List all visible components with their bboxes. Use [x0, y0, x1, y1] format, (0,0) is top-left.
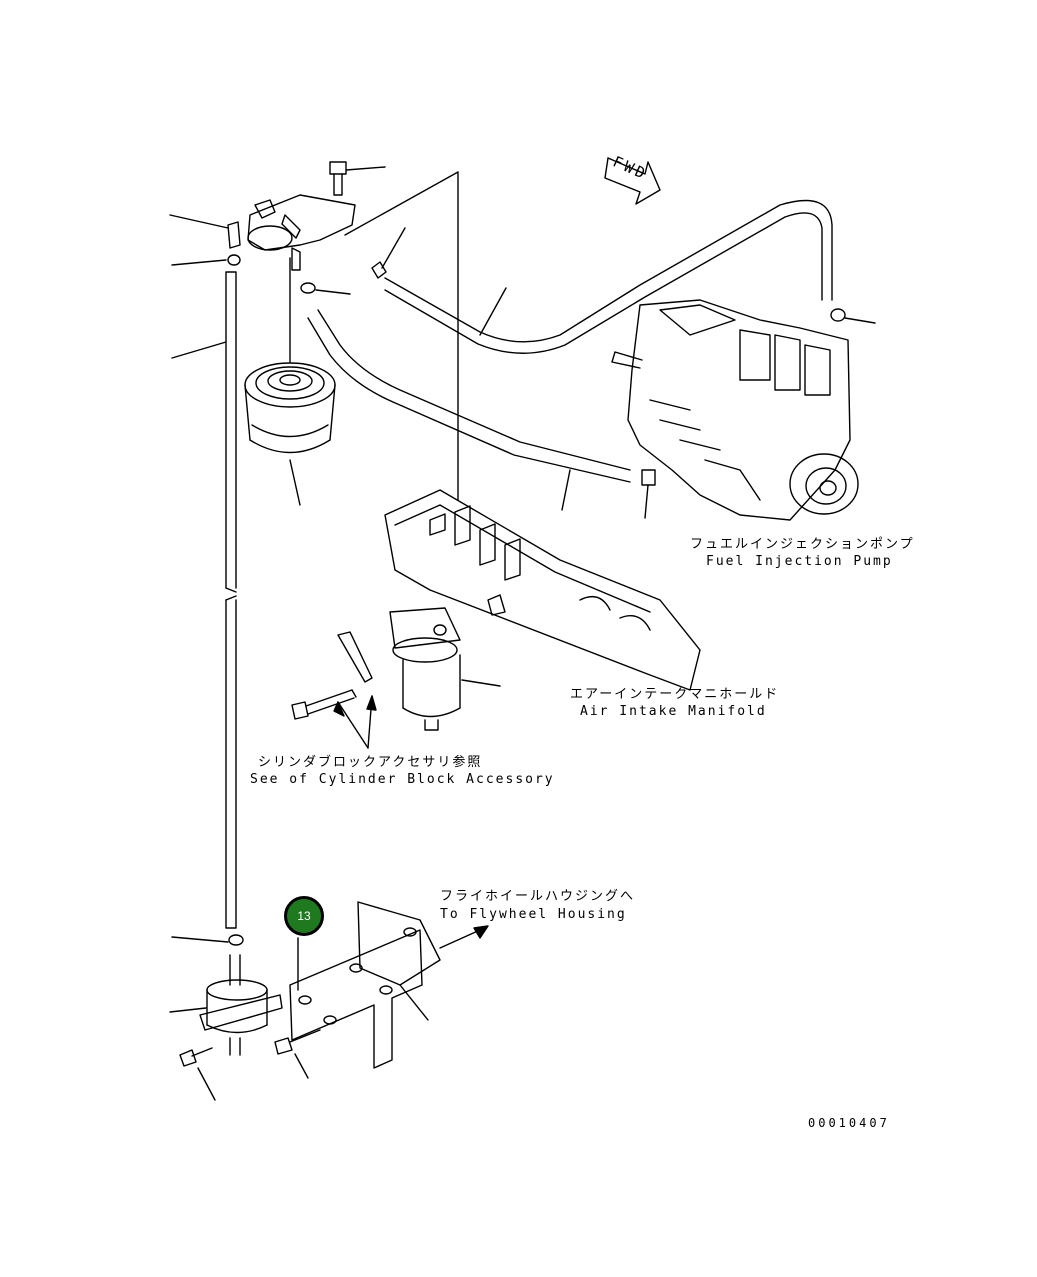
manifold-label-jp: エアーインテークマニホールド: [570, 687, 780, 702]
water-separator: [337, 607, 501, 731]
fuel-injection-pump: [611, 299, 859, 521]
fwd-arrow-icon: [604, 157, 661, 205]
top-bolt: [329, 161, 386, 196]
return-hose: [384, 199, 876, 354]
reference-arrows: [333, 695, 377, 749]
supply-hose: [307, 309, 656, 519]
cylinder-label-jp: シリンダブロックアクセサリ参照: [258, 755, 483, 770]
pump-label-en: Fuel Injection Pump: [706, 554, 893, 569]
hose-clamps: [227, 227, 406, 295]
mounting-bracket: [274, 901, 441, 1079]
drawing-code: 00010407: [808, 1116, 890, 1130]
callout-13-badge[interactable]: 13: [284, 896, 324, 936]
flywheel-label-jp: フライホイールハウジングへ: [440, 889, 636, 904]
pump-label-jp: フュエルインジェクションポンプ: [690, 537, 915, 552]
filter-head: [169, 194, 356, 271]
mounting-bolt: [291, 689, 357, 720]
fuel-filter-cartridge: [244, 257, 336, 506]
flywheel-arrow: [439, 925, 489, 949]
vertical-fuel-pipe: [171, 271, 237, 929]
flywheel-label-en: To Flywheel Housing: [440, 907, 627, 922]
manifold-label-en: Air Intake Manifold: [580, 704, 767, 719]
reference-line: [344, 171, 459, 501]
air-intake-manifold: [384, 489, 701, 691]
cylinder-label-en: See of Cylinder Block Accessory: [250, 772, 555, 787]
lower-filter-assembly: [169, 934, 283, 1101]
